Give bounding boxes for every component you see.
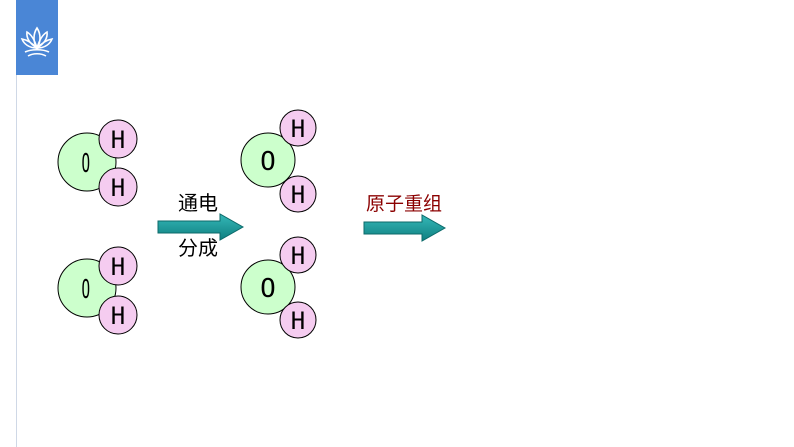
oxygen-symbol: O <box>260 274 276 304</box>
oxygen-atom <box>240 259 296 315</box>
hydrogen-atom <box>279 236 317 274</box>
reaction-arrow-2 <box>363 214 447 242</box>
step-1-label-bottom: 分成 <box>178 236 218 260</box>
water-molecule-middle-1: O H H <box>240 109 317 213</box>
lotus-icon <box>20 26 54 57</box>
water-molecule-middle-2: O H H <box>240 236 317 339</box>
logo-bar <box>16 0 58 75</box>
step-2-label: 原子重组 <box>366 193 443 215</box>
hydrogen-atom <box>98 167 138 207</box>
hydrogen-symbol: H <box>111 253 125 281</box>
hydrogen-symbol: H <box>111 302 125 330</box>
water-molecule-left-1: O H H <box>57 119 138 207</box>
oxygen-atom <box>240 132 296 188</box>
hydrogen-symbol: H <box>291 181 305 209</box>
reaction-arrow-1 <box>157 213 245 241</box>
hydrogen-symbol: H <box>291 115 305 143</box>
left-divider <box>16 75 17 447</box>
hydrogen-symbol: H <box>111 126 125 154</box>
hydrogen-atom <box>279 109 317 147</box>
hydrogen-symbol: H <box>111 174 125 202</box>
water-molecule-left-2: O H H <box>57 246 138 335</box>
step-1-label-top: 通电 <box>178 191 218 215</box>
hydrogen-atom <box>98 246 138 286</box>
hydrogen-atom <box>98 119 138 159</box>
hydrogen-symbol: H <box>291 242 305 270</box>
oxygen-symbol: O <box>260 147 276 177</box>
oxygen-symbol: O <box>81 148 90 178</box>
hydrogen-atom <box>98 295 138 335</box>
hydrogen-atom <box>279 301 317 339</box>
hydrogen-symbol: H <box>291 307 305 335</box>
oxygen-symbol: O <box>81 274 90 304</box>
hydrogen-atom <box>279 175 317 213</box>
